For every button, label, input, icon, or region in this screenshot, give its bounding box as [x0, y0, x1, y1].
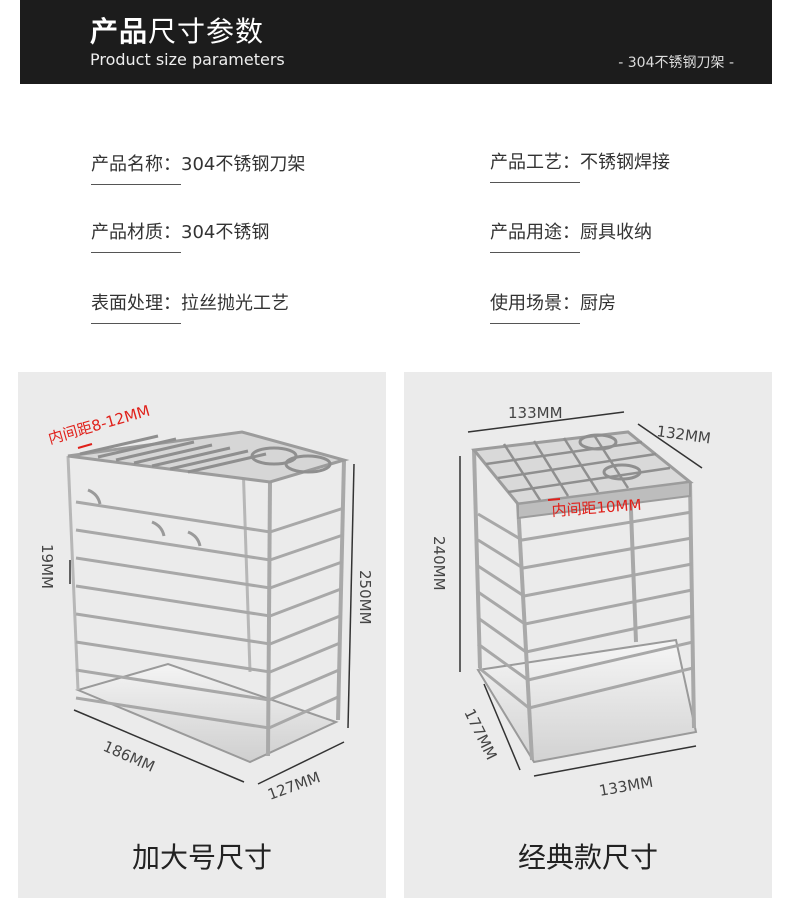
spec-value: 厨具收纳	[580, 222, 652, 243]
spec-scene: 使用场景：厨房	[490, 289, 616, 324]
top-holes	[578, 433, 642, 481]
frame-post	[66, 455, 80, 691]
spec-material: 产品材质：304不锈钢	[91, 218, 269, 253]
spec-value: 拉丝抛光工艺	[181, 293, 289, 314]
spec-key: 产品材质：	[91, 218, 181, 253]
base-tray	[74, 662, 339, 764]
panel-caption-large: 加大号尺寸	[131, 841, 272, 874]
dim-width: 127MM	[265, 768, 322, 804]
top-holes	[250, 446, 332, 474]
page-title: 产品尺寸参数	[90, 10, 264, 50]
base-tray	[476, 638, 698, 764]
dim-top-width-line	[637, 423, 703, 469]
dim-inner-gap-line	[547, 498, 561, 501]
dim-height: 250MM	[356, 570, 374, 625]
spec-key: 产品名称：	[91, 150, 181, 185]
dim-base-length-line	[533, 745, 697, 777]
side-wires	[75, 500, 345, 730]
page-subtitle: Product size parameters	[90, 50, 285, 69]
title-bold: 产品	[90, 15, 149, 48]
dim-base-width: 177MM	[460, 706, 500, 763]
dim-height: 240MM	[430, 536, 448, 591]
dim-top-width: 132MM	[655, 422, 711, 447]
side-wires	[477, 510, 694, 710]
spec-value: 304不锈钢刀架	[181, 154, 306, 175]
classic-rack-illustration: 133MM 132MM 内间距10MM 240MM 177MM 133MM	[430, 404, 712, 800]
dim-inner-gap-line	[77, 443, 93, 449]
dim-top-length: 133MM	[508, 404, 563, 422]
dim-wire-gap: 19MM	[38, 544, 56, 589]
spec-name: 产品名称：304不锈钢刀架	[91, 150, 305, 185]
spec-usage: 产品用途：厨具收纳	[490, 218, 652, 253]
hooks	[87, 488, 202, 547]
title-light: 尺寸参数	[148, 15, 265, 48]
top-frame	[67, 430, 350, 484]
dim-base-length: 133MM	[598, 773, 655, 800]
frame-post	[266, 481, 272, 757]
dim-top-length-line	[467, 411, 625, 433]
panel-classic-size: 133MM 132MM 内间距10MM 240MM 177MM 133MM 经典…	[404, 372, 772, 898]
spec-value: 厨房	[580, 293, 616, 314]
dim-length: 186MM	[100, 737, 157, 776]
dim-height-line	[347, 463, 355, 729]
large-rack-illustration: 内间距8-12MM 19MM 250MM 186MM 127MM	[38, 402, 374, 804]
dim-width-line	[257, 741, 345, 785]
header-banner: 产品尺寸参数 Product size parameters - 304不锈钢刀…	[20, 0, 772, 84]
panel-caption-classic: 经典款尺寸	[517, 841, 658, 874]
spec-value: 不锈钢焊接	[580, 152, 670, 173]
spec-process: 产品工艺：不锈钢焊接	[490, 148, 670, 183]
dim-length-line	[73, 709, 245, 783]
panel-large-size: 内间距8-12MM 19MM 250MM 186MM 127MM 加大号尺寸	[18, 372, 386, 898]
product-tag: - 304不锈钢刀架 -	[618, 55, 734, 71]
spec-surface: 表面处理：拉丝抛光工艺	[91, 289, 289, 324]
dim-base-width-line	[483, 683, 521, 771]
spec-key: 产品工艺：	[490, 148, 580, 183]
spec-key: 表面处理：	[91, 289, 181, 324]
top-frame-edge	[517, 480, 691, 520]
spec-value: 304不锈钢	[181, 222, 270, 243]
spec-key: 使用场景：	[490, 289, 580, 324]
spec-key: 产品用途：	[490, 218, 580, 253]
